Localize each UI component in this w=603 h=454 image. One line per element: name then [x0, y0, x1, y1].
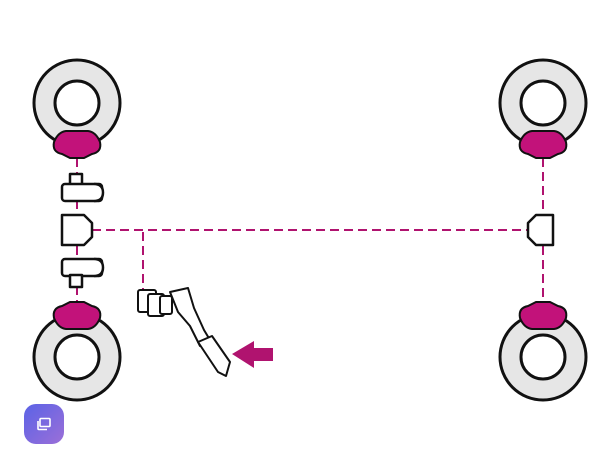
brake-lines	[76, 158, 544, 304]
wheel-rear-right	[498, 312, 588, 402]
window-stack-icon	[37, 417, 51, 431]
caliper-rear-right	[518, 301, 568, 330]
brake-pedal	[137, 287, 231, 377]
caliper-front-left	[52, 130, 102, 159]
junction-block-right	[526, 213, 555, 247]
press-direction-arrow	[232, 341, 273, 368]
caliper-front-right	[518, 130, 568, 159]
caliper-rear-left	[52, 301, 102, 330]
overlay-window-button[interactable]	[24, 404, 64, 444]
wheel-front-right	[498, 58, 588, 148]
wheel-front-left	[32, 58, 122, 148]
wheel-cylinder-lower	[60, 257, 105, 289]
wheel-rear-left	[32, 312, 122, 402]
junction-block-left	[60, 213, 94, 247]
wheel-cylinder-upper	[60, 172, 105, 203]
